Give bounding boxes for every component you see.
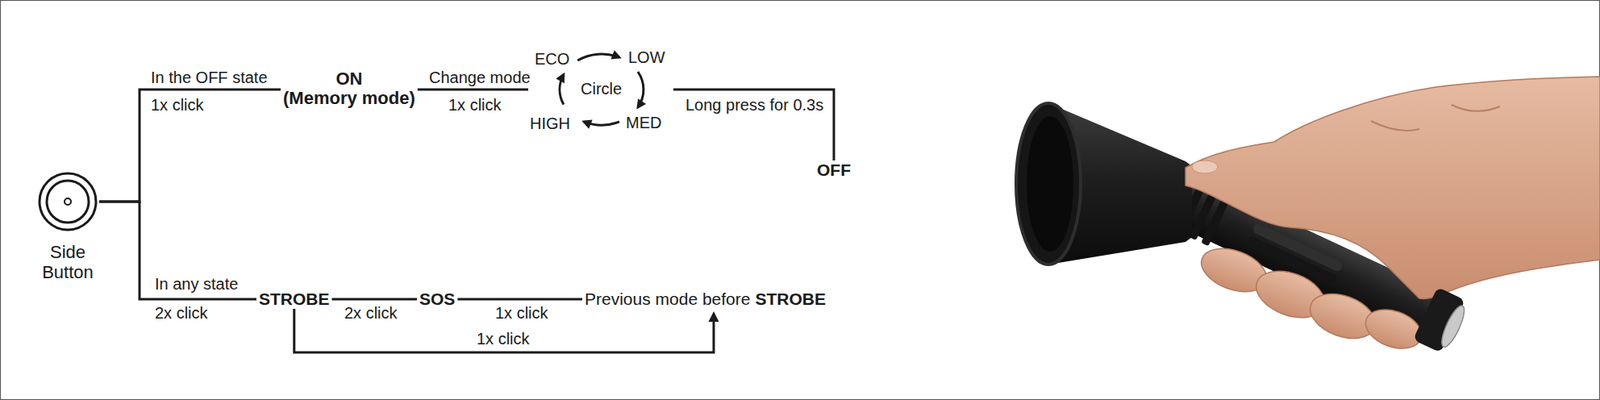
cycle-arrowhead (581, 120, 592, 130)
edge-label: 1x click (149, 95, 206, 114)
condition-label: In the OFF state (149, 68, 270, 87)
connector (673, 89, 834, 161)
connector (417, 89, 529, 91)
arrowhead (708, 311, 720, 322)
node-text: SOS (419, 289, 455, 309)
connector-line (332, 298, 418, 301)
node-text: STROBE (754, 289, 826, 309)
side-button: Side Button (36, 170, 100, 283)
node-text: STROBE (258, 289, 330, 309)
edge-label: 1x click (475, 329, 532, 348)
node-text: OFF (816, 160, 851, 180)
edge-label: 2x click (342, 304, 400, 322)
connector-line (99, 201, 257, 300)
node-text: ECO (534, 50, 570, 68)
node-text: ON (283, 69, 416, 89)
connector-line (417, 88, 529, 92)
button-dot (64, 198, 71, 205)
fingers (1195, 240, 1427, 356)
cycle-arrowhead (555, 72, 565, 84)
node-text: HIGH (529, 114, 571, 133)
node-text: MED (625, 113, 662, 132)
node-text: Previous mode before (584, 289, 750, 309)
connector-line (673, 89, 834, 161)
edge-label: 1x click (446, 95, 504, 114)
connector (99, 201, 257, 300)
knuckle-lines (1370, 104, 1500, 131)
lens-inner (1026, 116, 1074, 252)
state-node: ON(Memory mode) (280, 69, 418, 109)
button-icon (37, 170, 99, 233)
node-text: LOW (628, 48, 666, 67)
connector (457, 299, 583, 300)
state-node: SOS (416, 289, 458, 309)
condition-label: In any state (153, 275, 240, 293)
mode-cycle: Circle ECO LOW MED HIGH (528, 46, 674, 134)
condition-label: Change mode (427, 68, 533, 87)
button-ring (39, 173, 96, 230)
thumb-nail (1191, 160, 1218, 174)
edge-label: 2x click (153, 304, 210, 322)
node-text: Side Button (36, 241, 100, 283)
connector (332, 299, 418, 300)
cycle-arrowhead (636, 98, 646, 109)
node-text: Circle (580, 79, 622, 98)
button-ring (46, 180, 89, 223)
connector (99, 89, 281, 202)
edge-label: Long press for 0.3s (683, 95, 825, 114)
state-node: Previous mode beforeSTROBE (582, 289, 829, 309)
edge-label: 1x click (493, 304, 550, 322)
connector-line (99, 89, 281, 202)
tail-cap (1412, 287, 1471, 356)
connector-line (457, 298, 583, 301)
node-text: (Memory mode) (283, 88, 416, 109)
flashlight-lens (1016, 103, 1081, 265)
cycle-arrowhead (610, 50, 621, 59)
state-node: STROBE (256, 289, 333, 309)
state-node: OFF (814, 160, 854, 180)
